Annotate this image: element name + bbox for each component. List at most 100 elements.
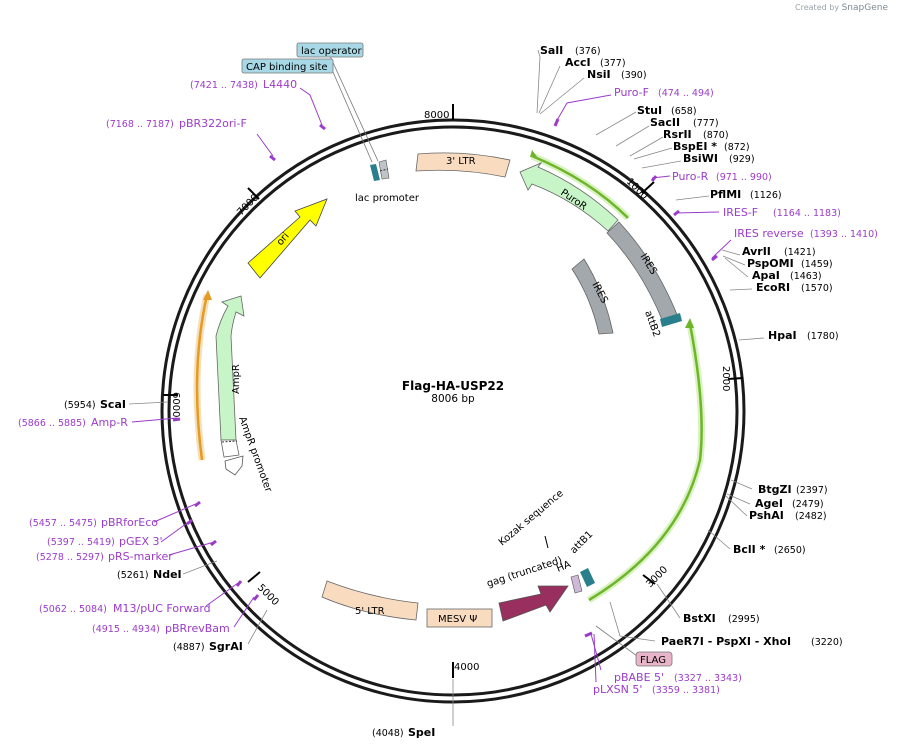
enzyme-bspei: BspEI * bbox=[673, 140, 717, 153]
primer-labels: Puro-F (474 .. 494) Puro-R (971 .. 990) … bbox=[18, 78, 878, 696]
enzyme-rsrii: RsrII bbox=[663, 128, 692, 141]
enzyme-avrii: AvrII bbox=[742, 245, 771, 258]
flag-label: FLAG bbox=[640, 655, 666, 666]
flag-box[interactable] bbox=[635, 651, 673, 667]
primer-pgex-3: pGEX 3' bbox=[119, 535, 163, 548]
svg-text:(5397 .. 5419): (5397 .. 5419) bbox=[47, 537, 115, 548]
cap-site-box[interactable] bbox=[241, 58, 334, 74]
primer-m13-puc-forward: M13/pUC Forward bbox=[113, 602, 211, 615]
gag-label: gag (truncated) bbox=[486, 555, 564, 590]
ires-outer-feature[interactable] bbox=[606, 221, 679, 323]
svg-text:(1164 .. 1183): (1164 .. 1183) bbox=[773, 208, 841, 219]
svg-text:(971 .. 990): (971 .. 990) bbox=[716, 172, 772, 183]
enzyme-sacii: SacII bbox=[650, 116, 680, 129]
enzyme-apai: ApaI bbox=[752, 269, 780, 282]
svg-text:(4048): (4048) bbox=[372, 728, 404, 739]
enzyme-pflmi: PflMI bbox=[710, 188, 741, 201]
ha-feature[interactable] bbox=[570, 574, 583, 594]
enzyme-leader-lines bbox=[128, 49, 765, 726]
lac-operator-box[interactable] bbox=[296, 42, 364, 58]
flag-leader bbox=[595, 625, 638, 657]
plasmid-name: Flag-HA-USP22 bbox=[402, 379, 504, 393]
svg-text:(3327 .. 3343): (3327 .. 3343) bbox=[674, 673, 742, 684]
svg-text:(658): (658) bbox=[671, 106, 697, 117]
svg-text:(1393 .. 1410): (1393 .. 1410) bbox=[810, 229, 878, 240]
svg-text:(2995): (2995) bbox=[728, 614, 760, 625]
primer-puro-r: Puro-R bbox=[672, 170, 709, 183]
svg-text:(4887): (4887) bbox=[173, 642, 205, 653]
lac-promoter-divider bbox=[379, 168, 389, 172]
svg-text:(1780): (1780) bbox=[807, 331, 839, 342]
ltr3-label: 3' LTR bbox=[446, 156, 476, 167]
plasmid-length: 8006 bp bbox=[431, 393, 475, 405]
enzyme-stui: StuI bbox=[637, 104, 662, 117]
svg-text:(5261): (5261) bbox=[117, 570, 149, 581]
svg-text:(5278 .. 5297): (5278 .. 5297) bbox=[36, 552, 104, 563]
mesv-label: MESV Ψ bbox=[438, 614, 477, 625]
primer-l4440: L4440 bbox=[263, 78, 297, 91]
usp22-orf-arc bbox=[588, 323, 703, 602]
ori-feature[interactable] bbox=[247, 198, 328, 279]
tick-5000: 5000 bbox=[255, 582, 281, 608]
attb2-label: attB2 bbox=[642, 309, 662, 338]
svg-text:(7168 .. 7187): (7168 .. 7187) bbox=[106, 119, 174, 130]
mesv-feature[interactable] bbox=[426, 608, 493, 628]
ampr-promoter-divider bbox=[221, 440, 238, 443]
ampr-promoter-label: AmpR promoter bbox=[236, 415, 274, 494]
ltr3-feature[interactable] bbox=[415, 152, 511, 178]
tick-1000: 1000 bbox=[624, 176, 650, 202]
svg-text:(870): (870) bbox=[703, 130, 729, 141]
enzyme-btgzi: BtgZI bbox=[758, 483, 792, 496]
tick-2000: 2000 bbox=[720, 366, 731, 391]
enzyme-paer7i-pspxi-xhoi: PaeR7I - PspXI - XhoI bbox=[661, 635, 791, 648]
enzyme-ecori: EcoRI bbox=[756, 281, 790, 294]
svg-text:(1126): (1126) bbox=[750, 190, 782, 201]
tick-8000: 8000 bbox=[424, 110, 449, 121]
primer-leader-lines bbox=[131, 87, 732, 683]
puror-feature[interactable] bbox=[519, 162, 619, 232]
primer-pbrrevbam: pBRrevBam bbox=[165, 622, 230, 635]
gag-feature[interactable] bbox=[498, 585, 569, 622]
svg-text:(1463): (1463) bbox=[790, 271, 822, 282]
ampr-feature[interactable] bbox=[215, 295, 245, 441]
svg-text:(777): (777) bbox=[693, 118, 719, 129]
primer-pbr322ori-f: pBR322ori-F bbox=[179, 117, 247, 130]
svg-text:(2482): (2482) bbox=[795, 511, 827, 522]
enzyme-hpai: HpaI bbox=[768, 329, 797, 342]
svg-text:(1459): (1459) bbox=[801, 259, 833, 270]
ltr5-label: 5' LTR bbox=[355, 606, 385, 617]
ampr-promoter-feature[interactable] bbox=[220, 439, 240, 458]
lac-operator-label: lac operator bbox=[301, 46, 362, 57]
usp22-orf-halo bbox=[587, 323, 706, 603]
ltr5-feature[interactable] bbox=[321, 580, 419, 621]
svg-text:(4915 .. 4934): (4915 .. 4934) bbox=[92, 624, 160, 635]
enzyme-labels-left: (4048) SpeI (4887) SgrAI (5261) NdeI (59… bbox=[64, 398, 435, 739]
enzyme-pspomi: PspOMI bbox=[747, 257, 794, 270]
enzyme-scai: ScaI bbox=[100, 398, 126, 411]
enzyme-labels: SalI (376) AccI (377) NsiI (390) StuI (6… bbox=[540, 44, 843, 648]
tick-6000: 6000 bbox=[170, 392, 181, 417]
svg-text:(2397): (2397) bbox=[796, 485, 828, 496]
ha-label: HA bbox=[555, 559, 573, 575]
primer-puro-f: Puro-F bbox=[614, 86, 649, 99]
ampr-promoter-arrow bbox=[224, 455, 244, 476]
svg-text:(377): (377) bbox=[600, 58, 626, 69]
snapgene-branding: Created by SnapGene bbox=[795, 3, 888, 13]
svg-text:(1421): (1421) bbox=[784, 247, 816, 258]
primer-pbrforeco: pBRforEco bbox=[101, 516, 158, 529]
ires-inner-feature[interactable] bbox=[571, 258, 614, 335]
svg-text:(872): (872) bbox=[724, 142, 750, 153]
svg-text:(2479): (2479) bbox=[792, 499, 824, 510]
primer-site-marks bbox=[172, 118, 718, 638]
attb1-marker bbox=[580, 568, 595, 587]
svg-text:(929): (929) bbox=[729, 154, 755, 165]
enzyme-nsii: NsiI bbox=[587, 68, 611, 81]
primer-prs-marker: pRS-marker bbox=[108, 550, 173, 563]
enzyme-agei: AgeI bbox=[755, 497, 783, 510]
svg-text:(5457 .. 5475): (5457 .. 5475) bbox=[29, 518, 97, 529]
enzyme-bcli: BclI * bbox=[733, 543, 766, 556]
ampr-orf-arrowhead bbox=[203, 290, 212, 300]
attb1-label: attB1 bbox=[568, 529, 595, 556]
svg-text:(1570): (1570) bbox=[801, 283, 833, 294]
kozak-marker bbox=[544, 535, 549, 549]
